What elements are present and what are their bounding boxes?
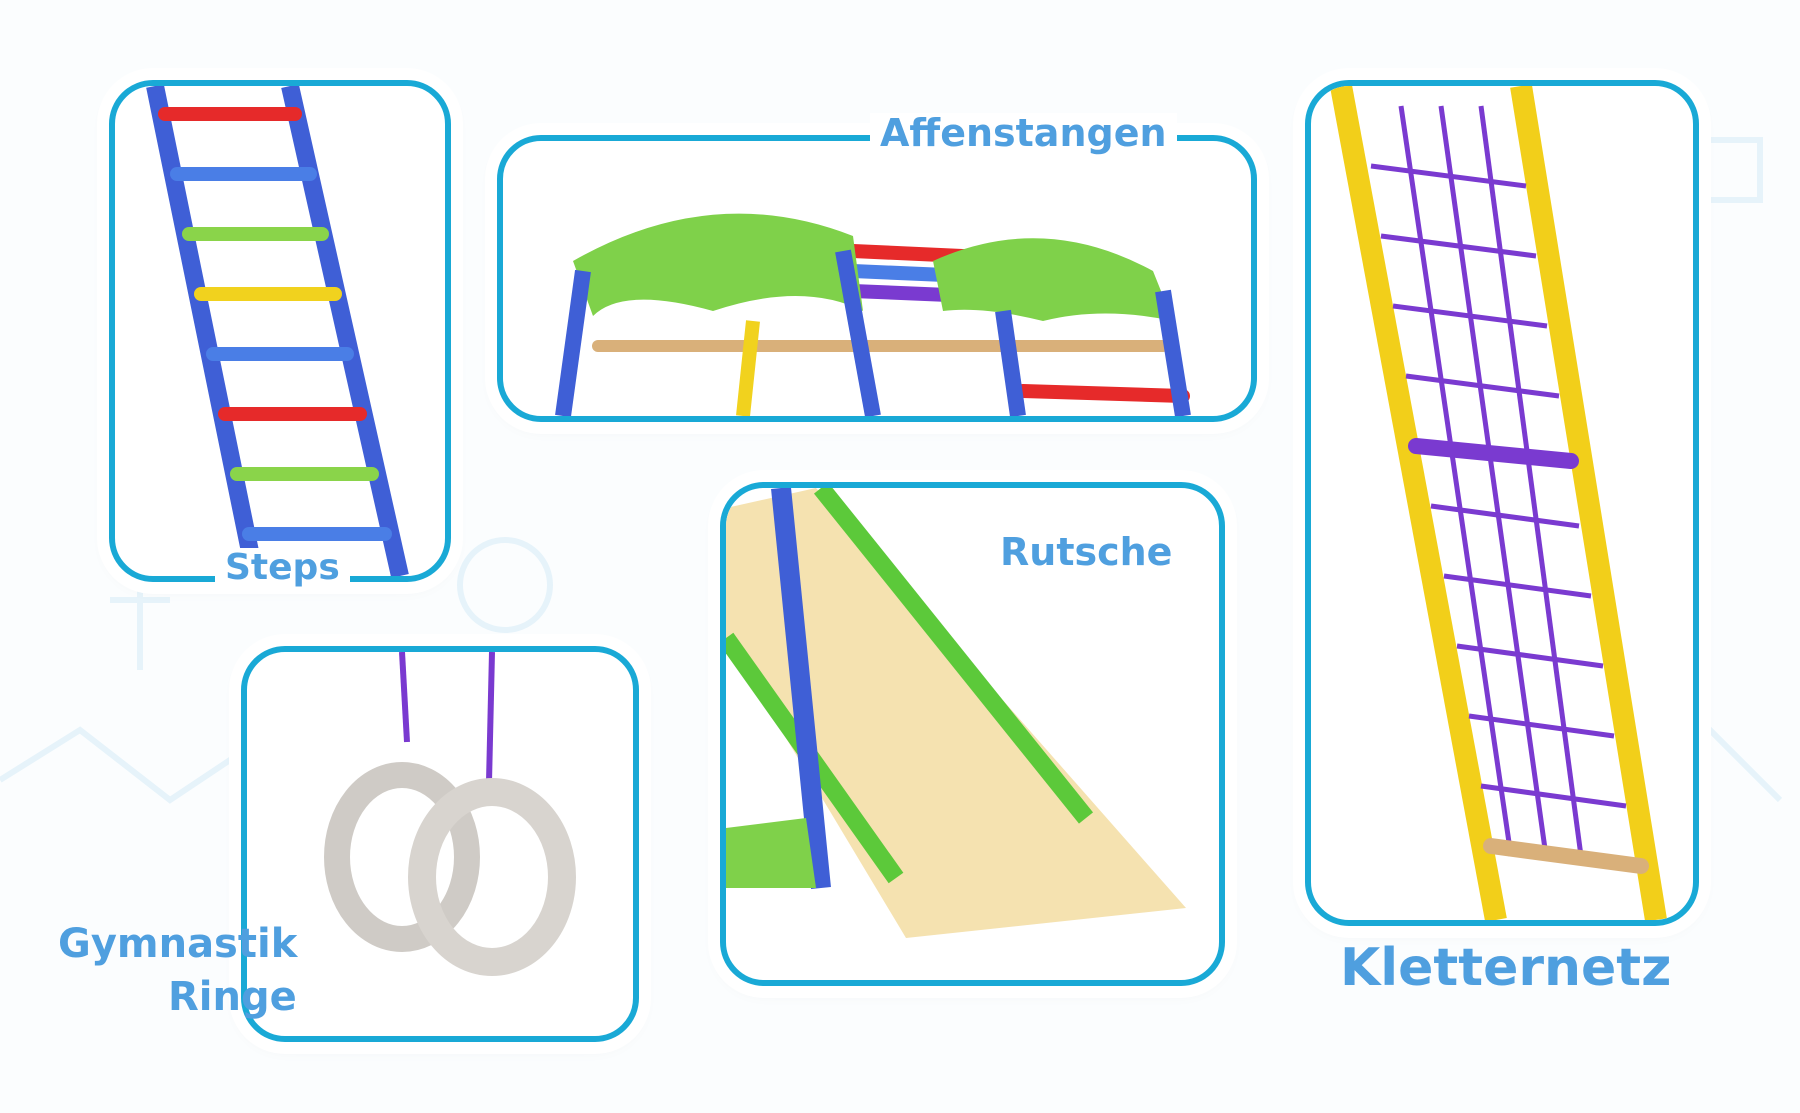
- gymnastic-rings-illustration: [324, 652, 576, 976]
- gymnastic-rings-panel: [241, 646, 639, 1042]
- monkey-bars-illustration: [555, 213, 1191, 416]
- slide-label: Rutsche: [1000, 530, 1173, 574]
- climbing-net-illustration: [1330, 86, 1667, 920]
- rings-label-line2: Ringe: [168, 974, 297, 1020]
- slide-illustration: [726, 488, 1186, 938]
- monkey-bars-label: Affenstangen: [870, 112, 1177, 155]
- steps-panel: [109, 80, 451, 582]
- steps-label: Steps: [215, 548, 350, 588]
- monkey-bars-panel: [497, 135, 1257, 422]
- rings-label-line1: Gymnastik: [58, 921, 298, 967]
- ladder-illustration: [146, 86, 409, 576]
- climbing-net-panel: [1305, 80, 1699, 926]
- climbing-net-label: Kletternetz: [1340, 938, 1672, 998]
- slide-panel: [720, 482, 1225, 986]
